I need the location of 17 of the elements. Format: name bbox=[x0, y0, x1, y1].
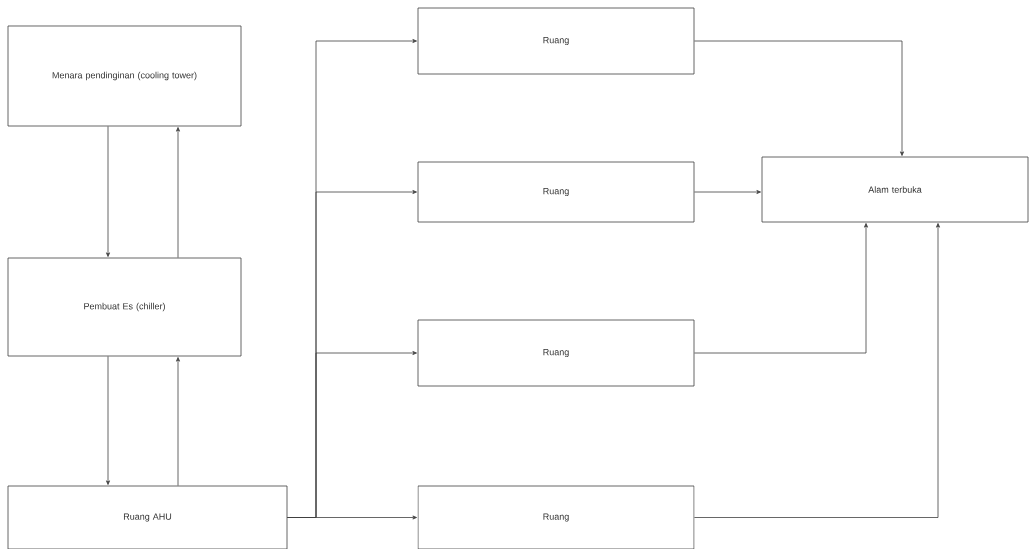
process-box: Alam terbuka bbox=[761, 156, 1029, 223]
arrow bbox=[694, 40, 904, 156]
process-box: Menara pendinginan (cooling tower) bbox=[7, 25, 242, 127]
arrow bbox=[106, 126, 110, 257]
process-box: Ruang bbox=[417, 161, 695, 223]
process-box: Ruang AHU bbox=[7, 485, 288, 549]
process-box: Pembuat Es (chiller) bbox=[7, 257, 242, 357]
arrow bbox=[287, 515, 417, 520]
arrow bbox=[176, 357, 180, 486]
arrow bbox=[176, 127, 180, 258]
arrow bbox=[694, 190, 761, 194]
process-box: Ruang bbox=[417, 7, 695, 75]
arrow bbox=[106, 356, 110, 485]
process-box: Ruang bbox=[417, 319, 695, 387]
process-box: Ruang bbox=[417, 485, 695, 549]
arrow bbox=[694, 223, 940, 518]
arrow bbox=[694, 223, 868, 354]
